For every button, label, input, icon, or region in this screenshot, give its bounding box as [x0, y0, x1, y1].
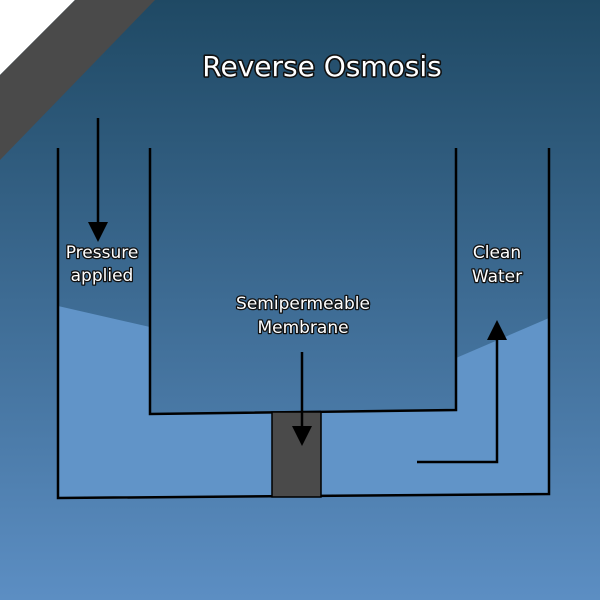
clean-water-arrow	[417, 320, 507, 464]
membrane-label-line1: Semipermeable	[236, 294, 370, 314]
diagram-title: Reverse Osmosis	[202, 50, 441, 83]
semipermeable-membrane	[271, 411, 322, 498]
membrane-label-line2: Membrane	[257, 318, 348, 338]
corner-band-dark	[0, 0, 155, 160]
pressure-label-line1: Pressure	[66, 243, 139, 263]
water-right-chamber	[321, 318, 549, 497]
pressure-label-line2: applied	[71, 266, 134, 286]
clean-water-label-line2: Water	[472, 267, 522, 287]
clean-water-label-line1: Clean	[473, 243, 521, 263]
water-left-chamber	[58, 306, 272, 497]
